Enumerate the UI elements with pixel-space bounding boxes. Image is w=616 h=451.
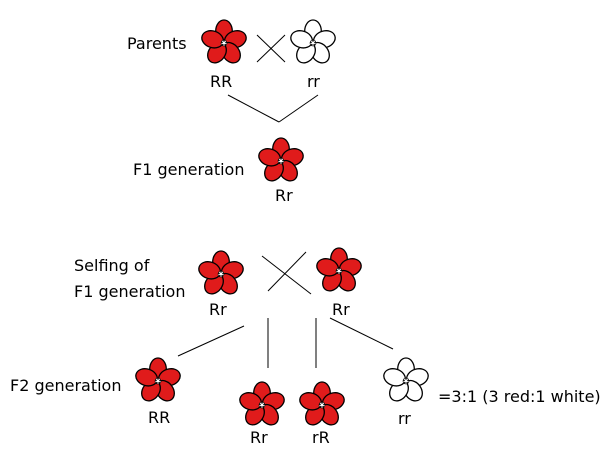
flower-stamen <box>158 381 160 384</box>
flower-stamen <box>312 40 314 42</box>
selfing-cross-line-1 <box>261 255 312 295</box>
flower-stamen <box>280 158 282 160</box>
f2-offspring-1-genotype: RR <box>148 408 170 427</box>
flower-stamen <box>221 41 223 44</box>
flower-stamen <box>261 402 263 404</box>
flower-stamen <box>279 161 281 164</box>
f2-offspring-1-red-flower-icon <box>135 357 181 402</box>
flower-stamen <box>320 405 322 408</box>
flower-stamen <box>222 43 224 46</box>
parents-label: Parents <box>127 34 187 53</box>
selfing-left-red-flower-icon <box>198 250 244 295</box>
selfing-left-genotype: Rr <box>209 300 227 319</box>
f2-offspring-2-genotype: Rr <box>250 428 268 447</box>
selfing-label-line1: Selfing of <box>74 256 150 275</box>
flower-stamen <box>263 403 265 406</box>
flower-stamen <box>321 402 323 404</box>
selfing-label-line2: F1 generation <box>74 282 185 301</box>
flower-stamen <box>260 405 262 408</box>
f2-offspring-2-red-flower-icon <box>239 381 285 426</box>
flower-stamen <box>323 403 325 406</box>
f2-branch-line-1 <box>177 325 245 357</box>
flower-stamen <box>336 269 338 272</box>
f2-generation-label: F2 generation <box>10 376 121 395</box>
flower-stamen <box>407 379 409 382</box>
flower-stamen <box>224 43 226 46</box>
flower-stamen <box>405 378 407 380</box>
flower-stamen <box>157 378 159 380</box>
flower-stamen <box>406 381 409 384</box>
flower-stamen <box>313 43 316 46</box>
flower-stamen <box>338 268 340 270</box>
flower-stamen <box>311 43 313 46</box>
f2-offspring-4-white-flower-icon <box>383 357 429 402</box>
f2-offspring-4-genotype: rr <box>398 409 411 428</box>
flower-stamen <box>220 271 222 273</box>
flower-stamen <box>340 269 342 272</box>
flower-stamen <box>219 274 221 277</box>
flower-stamen <box>278 159 280 162</box>
flower-stamen <box>404 381 406 384</box>
f2-offspring-3-red-flower-icon <box>299 381 345 426</box>
flower-stamen <box>159 379 161 382</box>
flower-stamen <box>156 381 158 384</box>
flower-stamen <box>218 272 220 275</box>
flower-stamen <box>339 271 342 274</box>
flower-stamen <box>221 274 223 277</box>
flower-stamen <box>281 161 284 164</box>
f2-offspring-3-genotype: rR <box>312 428 330 447</box>
f1-generation-label: F1 generation <box>133 160 244 179</box>
flower-stamen <box>337 271 339 274</box>
flower-stamen <box>282 159 284 162</box>
selfing-right-red-flower-icon <box>316 247 362 292</box>
f1-genotype: Rr <box>275 186 293 205</box>
flower-stamen <box>155 379 157 382</box>
parent-red-flower-icon <box>201 19 247 64</box>
flower-stamen <box>223 40 225 42</box>
flower-stamen <box>310 41 312 44</box>
selfing-right-genotype: Rr <box>332 300 350 319</box>
parents-to-f1-line-left <box>227 94 280 123</box>
flower-stamen <box>319 403 321 406</box>
flower-stamen <box>222 272 224 275</box>
parent-left-genotype: RR <box>210 72 232 91</box>
f2-ratio-label: =3:1 (3 red:1 white) <box>438 387 601 406</box>
flower-stamen <box>262 405 265 408</box>
parent-white-flower-icon <box>290 19 336 64</box>
f1-red-flower-icon <box>258 137 304 182</box>
flower-stamen <box>259 403 261 406</box>
selfing-cross-line-2 <box>267 251 307 292</box>
flower-stamen <box>225 41 227 44</box>
flower-stamen <box>403 379 405 382</box>
parents-to-f1-line-right <box>278 94 319 123</box>
parents-cross-line-2 <box>256 34 286 63</box>
flower-stamen <box>322 405 325 408</box>
f2-branch-line-4 <box>329 317 394 350</box>
parent-right-genotype: rr <box>307 72 320 91</box>
flower-stamen <box>314 41 316 44</box>
